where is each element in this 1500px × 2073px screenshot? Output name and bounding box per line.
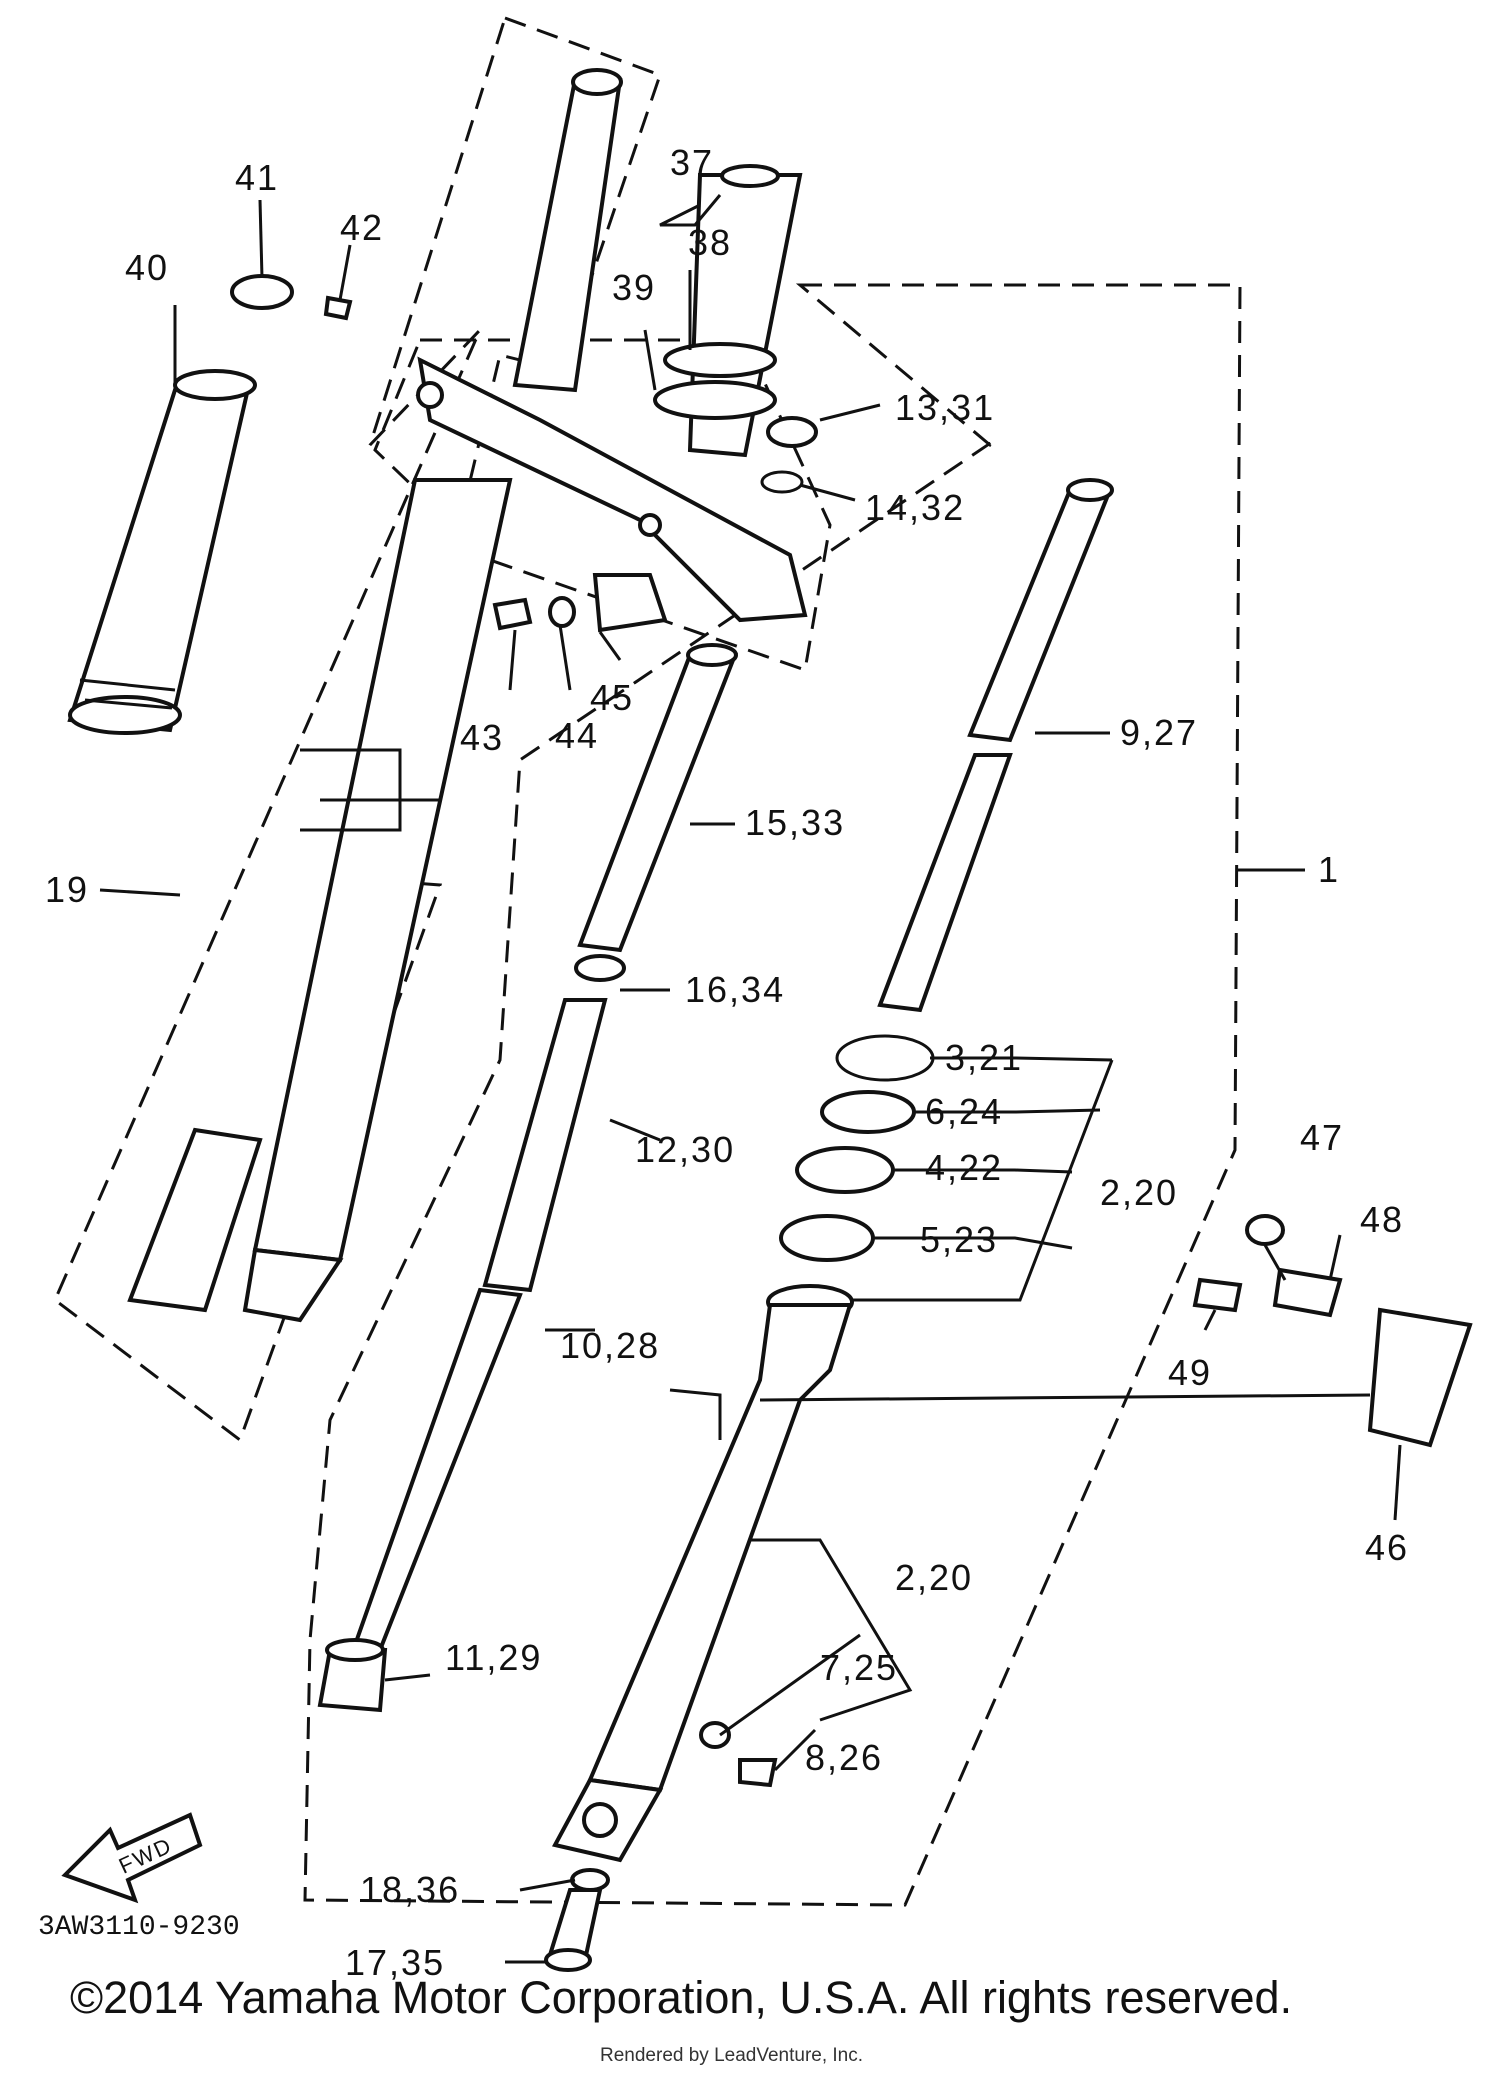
reflector-46 (1367, 1307, 1473, 1448)
bolt-17-35 (544, 1888, 603, 1972)
callout-5-23: 5,23 (920, 1219, 998, 1260)
callout-11-29: 11,29 (445, 1637, 542, 1678)
o-ring-14-32 (760, 470, 804, 494)
callout-16-34: 16,34 (685, 969, 785, 1010)
callout-42: 42 (340, 207, 384, 248)
washer-44 (548, 596, 576, 628)
nut-47 (1245, 1214, 1285, 1246)
leader-lines (99, 194, 1402, 1964)
bolt-43 (492, 597, 533, 631)
inner-tube-upper (967, 478, 1114, 743)
callout-14-32: 14,32 (865, 487, 965, 528)
circlip-3-21 (835, 1034, 935, 1082)
bracket-48 (1272, 1267, 1343, 1318)
washer-18-36 (570, 1868, 610, 1892)
cap-bolt (323, 295, 353, 321)
oil-lock-piece (317, 1638, 388, 1713)
callout-39: 39 (612, 267, 656, 308)
rebound-spring-seat (574, 954, 626, 982)
fork-spring (482, 998, 608, 1293)
assembly-1-boundary (303, 283, 1242, 1907)
callout-9-27: 9,27 (1120, 712, 1198, 753)
callout-19: 19 (45, 869, 89, 910)
rendered-by-notice: Rendered by LeadVenture, Inc. (600, 2045, 864, 2066)
callout-4-22: 4,22 (925, 1147, 1003, 1188)
outer-tube-left (127, 68, 623, 1323)
callout-2-20-lower: 2,20 (895, 1557, 973, 1598)
callout-8-26: 8,26 (805, 1737, 883, 1778)
callout-48: 48 (1360, 1199, 1404, 1240)
callout-15-33: 15,33 (745, 802, 845, 843)
callout-7-25: 7,25 (820, 1647, 898, 1688)
callout-2-20-upper: 2,20 (1100, 1172, 1178, 1213)
inner-tube-lower (877, 753, 1013, 1013)
fork-boot (67, 369, 257, 735)
oil-seal-4-22 (795, 1146, 895, 1194)
callout-3-21: 3,21 (945, 1037, 1023, 1078)
callout-1: 1 (1318, 849, 1340, 890)
drawing-number: 3AW3110-9230 (38, 1912, 240, 1943)
drain-bolt-8-26 (738, 1758, 778, 1788)
bolt-49 (1192, 1277, 1243, 1313)
callout-43: 43 (460, 717, 504, 758)
callout-40: 40 (125, 247, 169, 288)
cap-bolt-13-31 (766, 416, 818, 448)
bracket-45 (592, 573, 668, 633)
callout-6-24: 6,24 (925, 1091, 1003, 1132)
callout-41: 41 (235, 157, 279, 198)
callout-38: 38 (688, 222, 732, 263)
damper-rod-tube (577, 643, 738, 953)
fork-cap (230, 274, 294, 310)
callout-46: 46 (1365, 1527, 1409, 1568)
callout-labels: 1 2,20 2,20 3,21 4,22 5,23 6,24 7,25 8,2… (45, 142, 1409, 1983)
dust-seal-6-24 (820, 1090, 916, 1134)
callout-49: 49 (1168, 1352, 1212, 1393)
callout-13-31: 13,31 (895, 387, 995, 428)
callout-47: 47 (1300, 1117, 1344, 1158)
assembly-19-boundary (53, 16, 662, 1443)
callout-10-28: 10,28 (560, 1325, 660, 1366)
forward-arrow: FWD (61, 1812, 203, 1904)
callout-37: 37 (670, 142, 714, 183)
callout-17-35: 17,35 (345, 1942, 445, 1983)
outer-tube-right (551, 1284, 854, 1863)
callout-18-36: 18,36 (360, 1869, 460, 1910)
washer-5-23 (779, 1214, 875, 1262)
callout-45: 45 (590, 677, 634, 718)
under-bracket (416, 164, 808, 623)
damper-rod (352, 1287, 523, 1653)
gasket-7-25 (699, 1721, 731, 1749)
copyright-notice: ©2014 Yamaha Motor Corporation, U.S.A. A… (70, 1972, 1293, 2023)
callout-12-30: 12,30 (635, 1129, 735, 1170)
callout-44: 44 (555, 715, 599, 756)
